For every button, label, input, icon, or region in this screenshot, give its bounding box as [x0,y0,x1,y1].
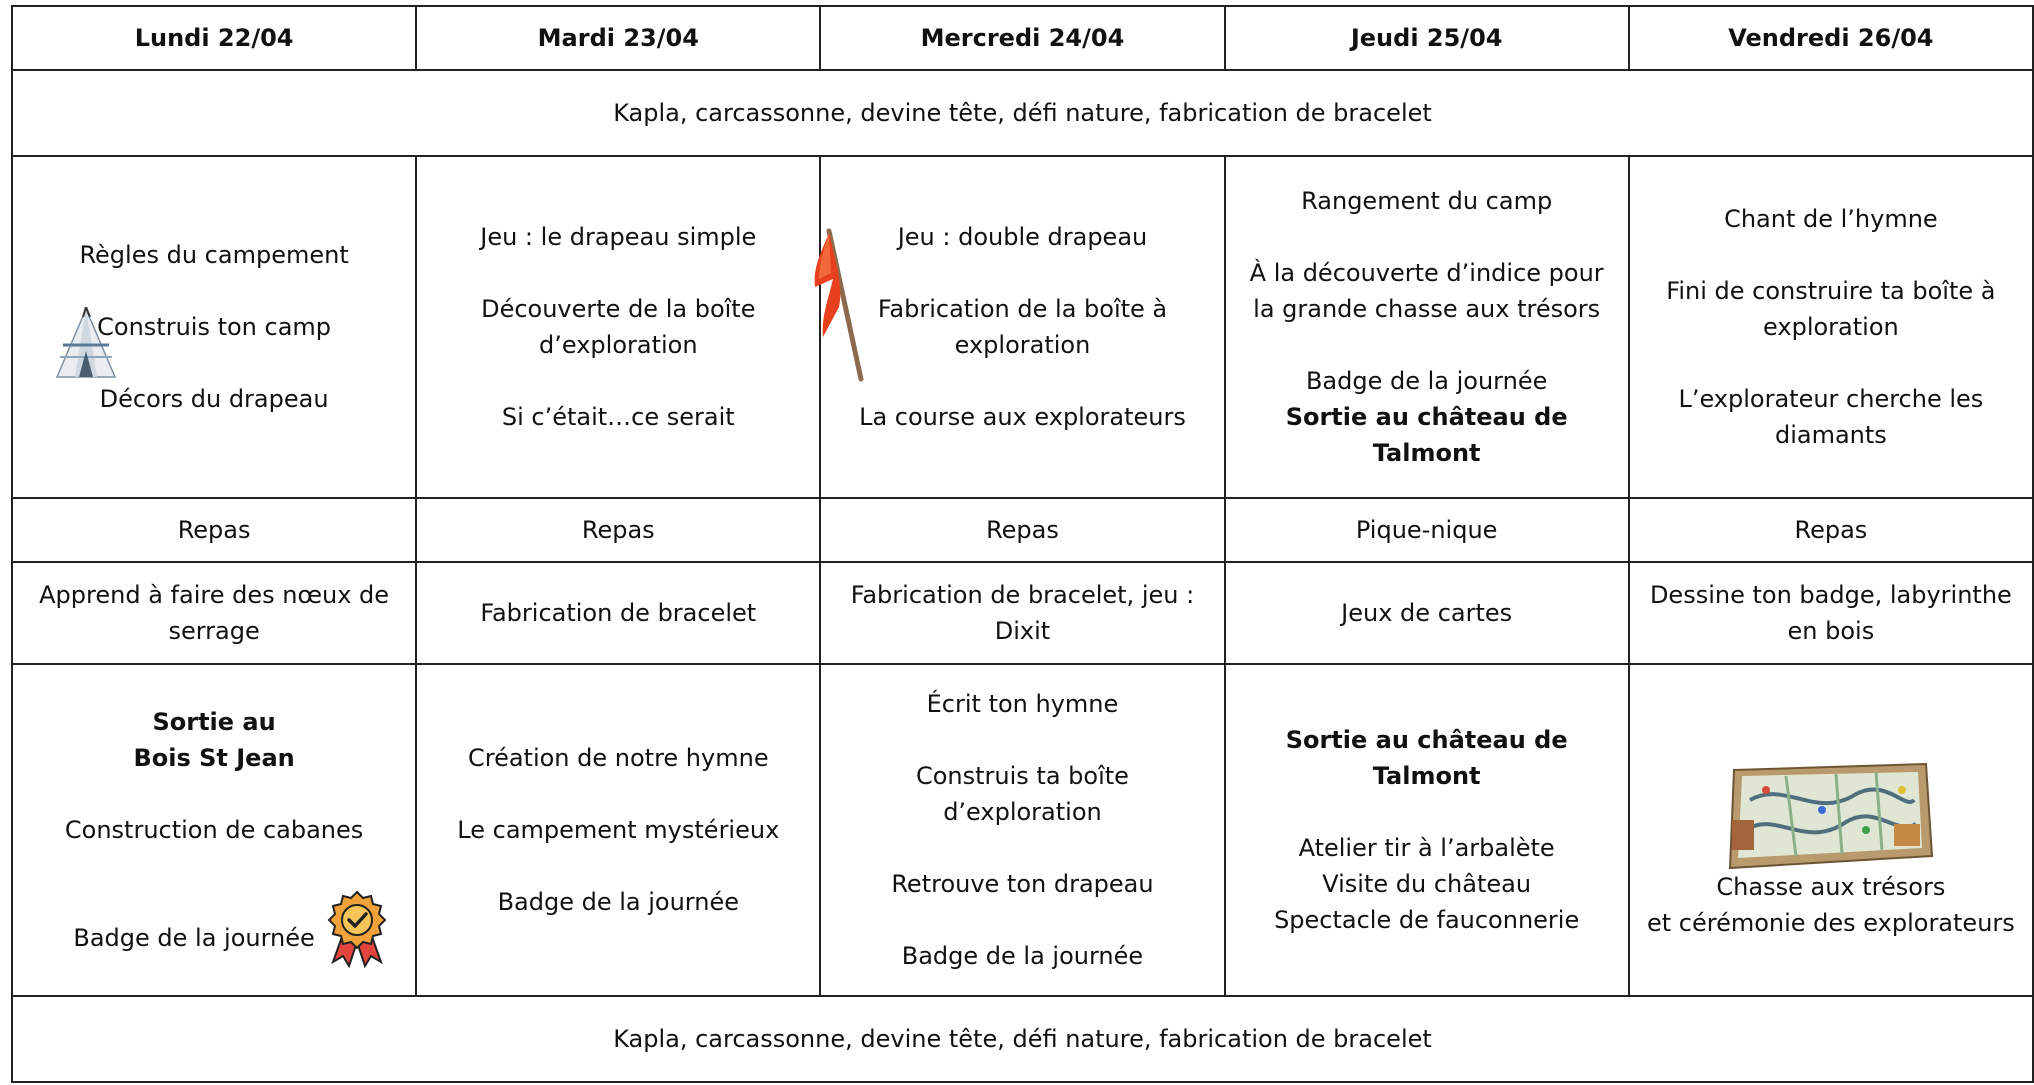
morning-monday: Règles du campement Construis ton camp D… [10,155,418,499]
activity-text: Rangement du camp [1301,187,1553,215]
red-flag-icon [809,227,865,393]
activity-text: Création de notre hymne [467,744,769,772]
activity-text: La course aux explorateurs [859,403,1186,431]
activity-text: Visite du château [1322,870,1532,898]
afternoon-friday: Chasse aux trésors et cérémonie des expl… [1627,663,2034,997]
activity-text: Fabrication de bracelet, jeu : [850,581,1195,609]
day-header-thursday: Jeudi 25/04 [1223,5,1630,71]
outing-title: Talmont [1372,439,1481,467]
afternoon-tuesday: Création de notre hymne Le campement mys… [415,663,822,997]
activity-text: Badge de la journée [901,942,1144,970]
outing-title: Talmont [1372,762,1481,790]
activity-text: Construis ton camp [97,313,332,341]
activity-text: Écrit ton hymne [926,690,1119,718]
activity-text: diamants [1774,421,1887,449]
afternoon-thursday: Sortie au château de Talmont Atelier tir… [1223,663,1630,997]
outing-title: Sortie au château de [1285,726,1568,754]
lunch-wednesday: Repas [819,497,1226,563]
early-afternoon-tuesday: Fabrication de bracelet [415,561,822,665]
activity-text: serrage [168,617,260,645]
activity-text: Fabrication de bracelet [480,599,757,627]
activity-text: Badge de la journée [1305,367,1548,395]
activity-text: d’exploration [943,798,1102,826]
early-afternoon-monday: Apprend à faire des nœux de serrage [10,561,418,665]
top-band-activities: Kapla, carcassonne, devine tête, défi na… [11,69,2034,157]
early-afternoon-friday: Dessine ton badge, labyrinthe en bois [1627,561,2034,665]
treasure-board-game-icon [1726,760,1936,882]
activity-text: la grande chasse aux trésors [1253,295,1601,323]
morning-thursday: Rangement du camp À la découverte d’indi… [1223,155,1630,499]
activity-text: Fabrication de la boîte à [877,295,1168,323]
day-header-tuesday: Mardi 23/04 [415,5,822,71]
day-header-wednesday: Mercredi 24/04 [819,5,1226,71]
activity-text: Atelier tir à l’arbalète [1298,834,1555,862]
morning-friday: Chant de l’hymne Fini de construire ta b… [1627,155,2034,499]
activity-text: Dessine ton badge, labyrinthe [1649,581,2012,609]
top-band-row: Kapla, carcassonne, devine tête, défi na… [11,69,2034,157]
afternoon-wednesday: Écrit ton hymne Construis ta boîte d’exp… [819,663,1226,997]
day-header-monday: Lundi 22/04 [10,5,418,71]
activity-text: Chant de l’hymne [1724,205,1938,233]
outing-title: Sortie au château de [1285,403,1568,431]
activity-text: Badge de la journée [73,924,315,952]
activity-text: d’exploration [539,331,698,359]
lunch-row: Repas Repas Repas Pique-nique Repas [10,497,2034,563]
award-badge-icon [325,890,389,978]
afternoon-monday: Sortie au Bois St Jean Construction de c… [10,663,418,997]
activity-text: exploration [954,331,1091,359]
teepee-tent-icon [53,306,119,391]
lunch-monday: Repas [10,497,418,563]
activity-text: Construis ta boîte [915,762,1129,790]
activity-text: À la découverte d’indice pour [1249,259,1604,287]
early-afternoon-row: Apprend à faire des nœux de serrage Fabr… [10,561,2034,665]
activity-text: Jeu : double drapeau [897,223,1148,251]
bottom-band-row: Kapla, carcassonne, devine tête, défi na… [11,995,2034,1083]
activity-text: exploration [1763,313,1899,341]
activity-text: Règles du campement [79,241,349,269]
lunch-tuesday: Repas [415,497,822,563]
activity-text: Découverte de la boîte [481,295,756,323]
outing-title: Bois St Jean [133,744,295,772]
activity-text: et cérémonie des explorateurs [1646,909,2015,937]
activity-text: en bois [1787,617,1875,645]
early-afternoon-thursday: Jeux de cartes [1223,561,1630,665]
bottom-band-activities: Kapla, carcassonne, devine tête, défi na… [11,995,2034,1083]
morning-row: Règles du campement Construis ton camp D… [10,155,2034,499]
activity-text: Badge de la journée [497,888,739,916]
activity-text: Le campement mystérieux [457,816,780,844]
weekly-schedule-table: Lundi 22/04 Mardi 23/04 Mercredi 24/04 J… [10,5,2034,1083]
lunch-friday: Repas [1627,497,2034,563]
activity-text: Retrouve ton drapeau [891,870,1154,898]
outing-title: Sortie au [152,708,276,736]
morning-wednesday: Jeu : double drapeau Fabrication de la b… [814,155,1226,499]
day-header-friday: Vendredi 26/04 [1627,5,2034,71]
activity-text: Spectacle de fauconnerie [1274,906,1580,934]
activity-text: Jeu : le drapeau simple [480,223,757,251]
morning-tuesday: Jeu : le drapeau simple Découverte de la… [415,155,822,499]
activity-text: Construction de cabanes [64,816,364,844]
activity-text: Jeux de cartes [1341,599,1513,627]
lunch-thursday: Pique-nique [1223,497,1630,563]
activity-text: L’explorateur cherche les [1678,385,1984,413]
activity-text: Décors du drapeau [99,385,329,413]
afternoon-row: Sortie au Bois St Jean Construction de c… [10,663,2034,997]
activity-text: Chasse aux trésors [1716,873,1946,901]
header-row: Lundi 22/04 Mardi 23/04 Mercredi 24/04 J… [10,5,2034,71]
activity-text: Dixit [994,617,1051,645]
activity-text: Si c’était…ce serait [501,403,735,431]
activity-text: Apprend à faire des nœux de [39,581,390,609]
early-afternoon-wednesday: Fabrication de bracelet, jeu : Dixit [819,561,1226,665]
activity-text: Fini de construire ta boîte à [1666,277,1996,305]
